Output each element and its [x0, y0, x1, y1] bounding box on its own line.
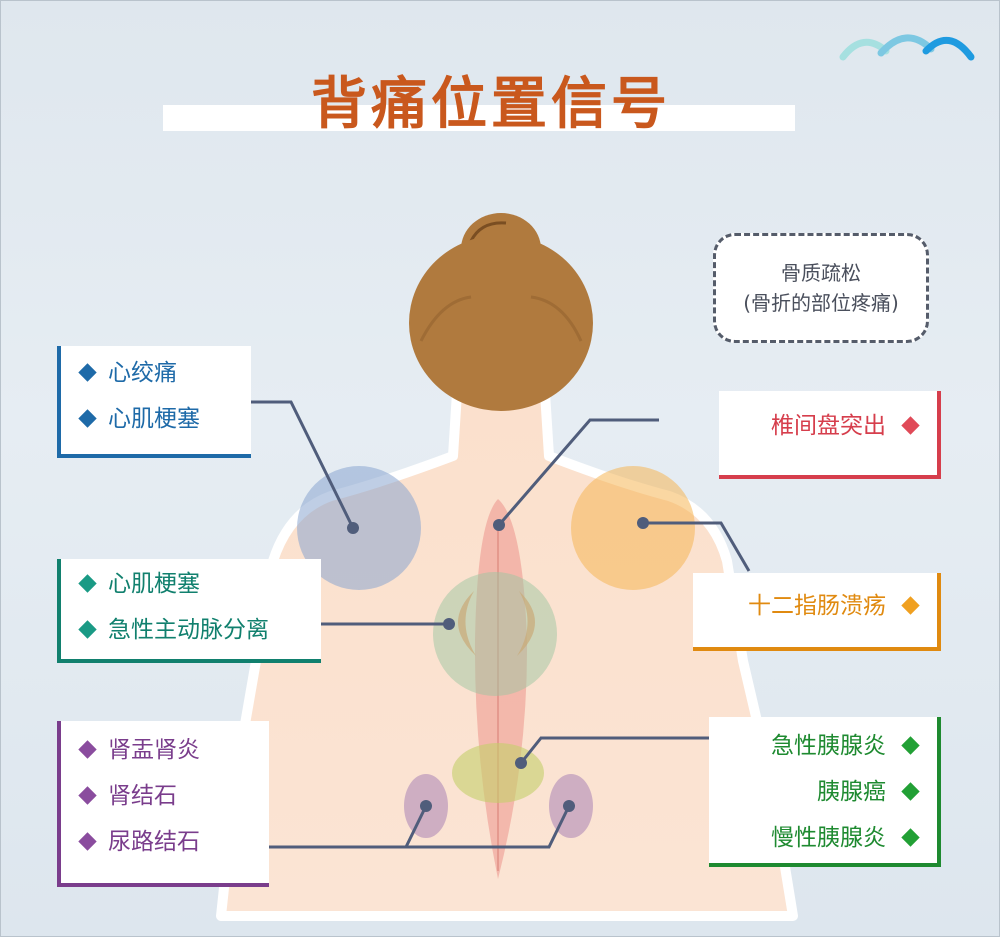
page-title: 背痛位置信号 — [311, 72, 671, 137]
diamond-icon — [78, 620, 97, 639]
leader-dots — [347, 517, 649, 812]
duodenum-item: 十二指肠溃疡 — [693, 583, 937, 629]
heart-item: 心绞痛 — [61, 350, 251, 396]
diamond-icon — [78, 574, 97, 593]
head-hair — [409, 213, 593, 411]
diamond-icon — [901, 782, 920, 801]
aorta-item: 心肌梗塞 — [61, 561, 321, 607]
aorta-item: 急性主动脉分离 — [61, 607, 321, 653]
diamond-icon — [78, 740, 97, 759]
zone-aorta — [433, 572, 557, 696]
diamond-icon — [901, 828, 920, 847]
logo-icon — [839, 34, 975, 61]
pancreas-item: 急性胰腺炎 — [709, 723, 937, 769]
leader-lines — [239, 400, 751, 849]
diamond-icon — [901, 416, 920, 435]
note-line-1: 骨质疏松 — [781, 261, 861, 285]
kidney-item: 肾盂肾炎 — [61, 727, 269, 773]
spine-box: 椎间盘突出 — [719, 391, 941, 479]
diamond-icon — [901, 736, 920, 755]
diamond-icon — [901, 596, 920, 615]
diamond-icon — [78, 363, 97, 382]
heart-item: 心肌梗塞 — [61, 396, 251, 442]
spine-item: 椎间盘突出 — [719, 403, 937, 449]
diamond-icon — [78, 409, 97, 428]
diamond-icon — [78, 786, 97, 805]
aorta-box: 心肌梗塞 急性主动脉分离 — [57, 559, 321, 663]
zone-duodenum — [571, 466, 695, 590]
kidney-item: 尿路结石 — [61, 819, 269, 865]
pancreas-item: 胰腺癌 — [709, 769, 937, 815]
duodenum-box: 十二指肠溃疡 — [693, 573, 941, 651]
osteoporosis-note: 骨质疏松 (骨折的部位疼痛) — [713, 233, 929, 343]
kidney-box: 肾盂肾炎 肾结石 尿路结石 — [57, 721, 269, 887]
kidney-item: 肾结石 — [61, 773, 269, 819]
pancreas-item: 慢性胰腺炎 — [709, 815, 937, 861]
diamond-icon — [78, 832, 97, 851]
pancreas-box: 急性胰腺炎 胰腺癌 慢性胰腺炎 — [709, 717, 941, 867]
note-line-2: (骨折的部位疼痛) — [743, 291, 899, 315]
heart-box: 心绞痛 心肌梗塞 — [57, 346, 251, 458]
title-underline — [163, 105, 795, 131]
